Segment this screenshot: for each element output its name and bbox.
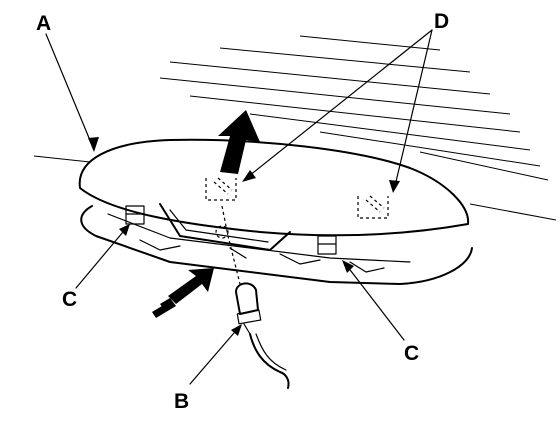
clip-left [125,205,145,225]
callout-d: D [434,10,449,33]
hidden-clip-left [205,177,237,201]
callout-b: B [174,390,189,413]
arrow-up-right-icon [152,268,214,318]
clip-right [317,235,337,255]
callout-c-right: C [404,342,419,365]
leader-lines [45,29,433,385]
bulb-socket [235,282,290,389]
arrow-up-icon [218,110,260,174]
callout-a: A [36,12,51,35]
socket-path [215,205,241,285]
cover [78,138,470,237]
hidden-clip-right [357,195,389,219]
callout-c-left: C [62,288,77,311]
base-plate [80,205,473,285]
rear-window-lines [33,35,557,221]
